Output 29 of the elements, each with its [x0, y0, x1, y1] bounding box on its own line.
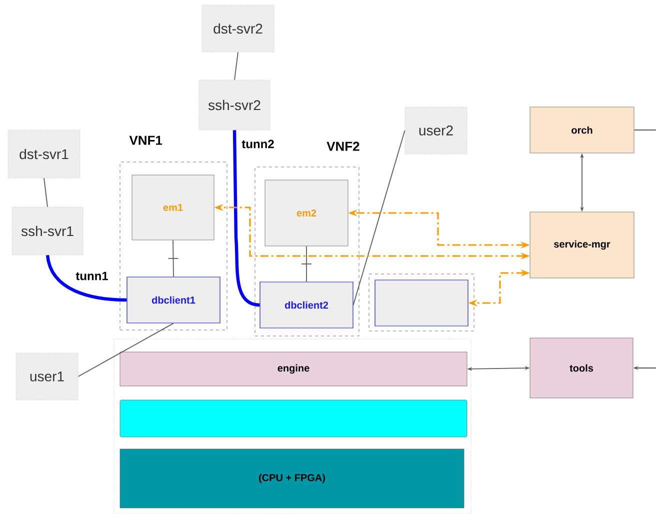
container-frame [368, 274, 474, 332]
client-box: dbclient2 [260, 282, 354, 328]
manager-box: service-mgr [530, 212, 634, 278]
connector [234, 52, 238, 80]
layer-bar: (CPU + FPGA) [120, 448, 464, 508]
client-box: dbclient1 [126, 276, 220, 324]
layer-bar: engine [120, 352, 468, 386]
frame-heading: VNF2 [326, 142, 360, 151]
connector [44, 178, 48, 208]
user-box: user2 [404, 106, 468, 154]
connector [168, 240, 179, 278]
em-box: em1 [132, 174, 214, 240]
em-box: em2 [264, 180, 348, 246]
tunnel-line [46, 254, 127, 302]
connector [78, 322, 174, 377]
host-frame [114, 338, 472, 514]
layer-bar [120, 400, 468, 438]
server-box: dst-svr1 [8, 130, 80, 178]
server-box: ssh-svr1 [12, 206, 84, 256]
edge-label: tunn1 [74, 270, 110, 282]
manager-box: orch [530, 106, 634, 154]
tools-box: tools [530, 338, 634, 398]
connector [301, 246, 312, 282]
edge-label: tunn2 [240, 138, 276, 150]
monitor-box [374, 280, 468, 326]
user-box: user1 [16, 352, 78, 400]
server-box: ssh-svr2 [198, 80, 270, 130]
frame-heading: VNF1 [129, 136, 162, 145]
server-box: dst-svr2 [202, 4, 274, 52]
